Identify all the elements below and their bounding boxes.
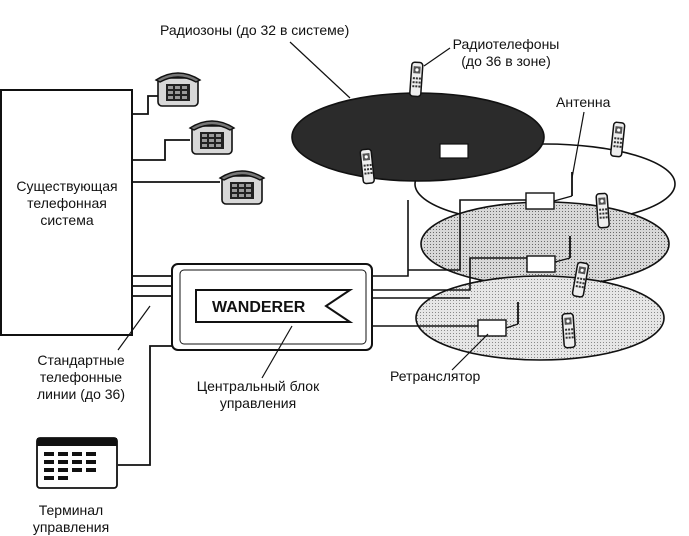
repeater-label: Ретранслятор <box>390 368 481 384</box>
existing-system-label: Существующая телефонная система <box>4 178 130 229</box>
standard-lines-line-2: телефонные <box>39 369 123 385</box>
antenna-label: Антенна <box>556 94 611 110</box>
central-unit-line-2: управления <box>219 395 297 411</box>
radio-zone-dark <box>291 92 545 182</box>
existing-system-line-3: система <box>40 212 94 228</box>
central-unit-label: Центральный блок управления <box>188 378 328 412</box>
repeater-box-icon <box>526 236 571 273</box>
standard-lines-line-3: линии (до 36) <box>37 386 125 402</box>
central-unit-line-1: Центральный блок <box>196 378 320 394</box>
desk-phone-icon <box>219 170 265 205</box>
radio-zone-middle <box>420 201 670 287</box>
leader-lines <box>117 41 585 379</box>
phone-lines <box>132 95 220 183</box>
radiophones-label: Радиотелефоны (до 36 в зоне) <box>430 36 582 70</box>
terminal-line-1: Терминал <box>38 502 104 518</box>
terminal-icon <box>36 437 118 489</box>
desk-phone-icon <box>189 120 235 155</box>
existing-system-box <box>0 89 133 336</box>
existing-system-line-2: телефонная <box>27 195 107 211</box>
desk-phone-icon <box>155 72 201 107</box>
radio-zone-lower <box>415 275 665 361</box>
standard-lines-label: Стандартные телефонные линии (до 36) <box>6 352 156 403</box>
zone-links <box>372 199 528 327</box>
trunk-lines <box>118 275 172 466</box>
radiophones-line-1: Радиотелефоны <box>452 36 560 52</box>
central-unit: WANDERER <box>171 263 373 351</box>
brand-label: WANDERER <box>212 299 306 316</box>
terminal-line-2: управления <box>32 519 110 535</box>
standard-lines-line-1: Стандартные <box>37 352 125 368</box>
radiophones-line-2: (до 36 в зоне) <box>461 53 551 69</box>
cordless-phone-icon <box>595 192 611 229</box>
base-station-box <box>439 143 469 159</box>
repeater-box-icon <box>477 302 519 337</box>
existing-system-line-1: Существующая <box>16 178 118 194</box>
cordless-phone-icon <box>408 61 424 98</box>
cordless-phone-icon <box>561 312 577 349</box>
radio-zones-label: Радиозоны (до 32 в системе) <box>160 22 350 38</box>
